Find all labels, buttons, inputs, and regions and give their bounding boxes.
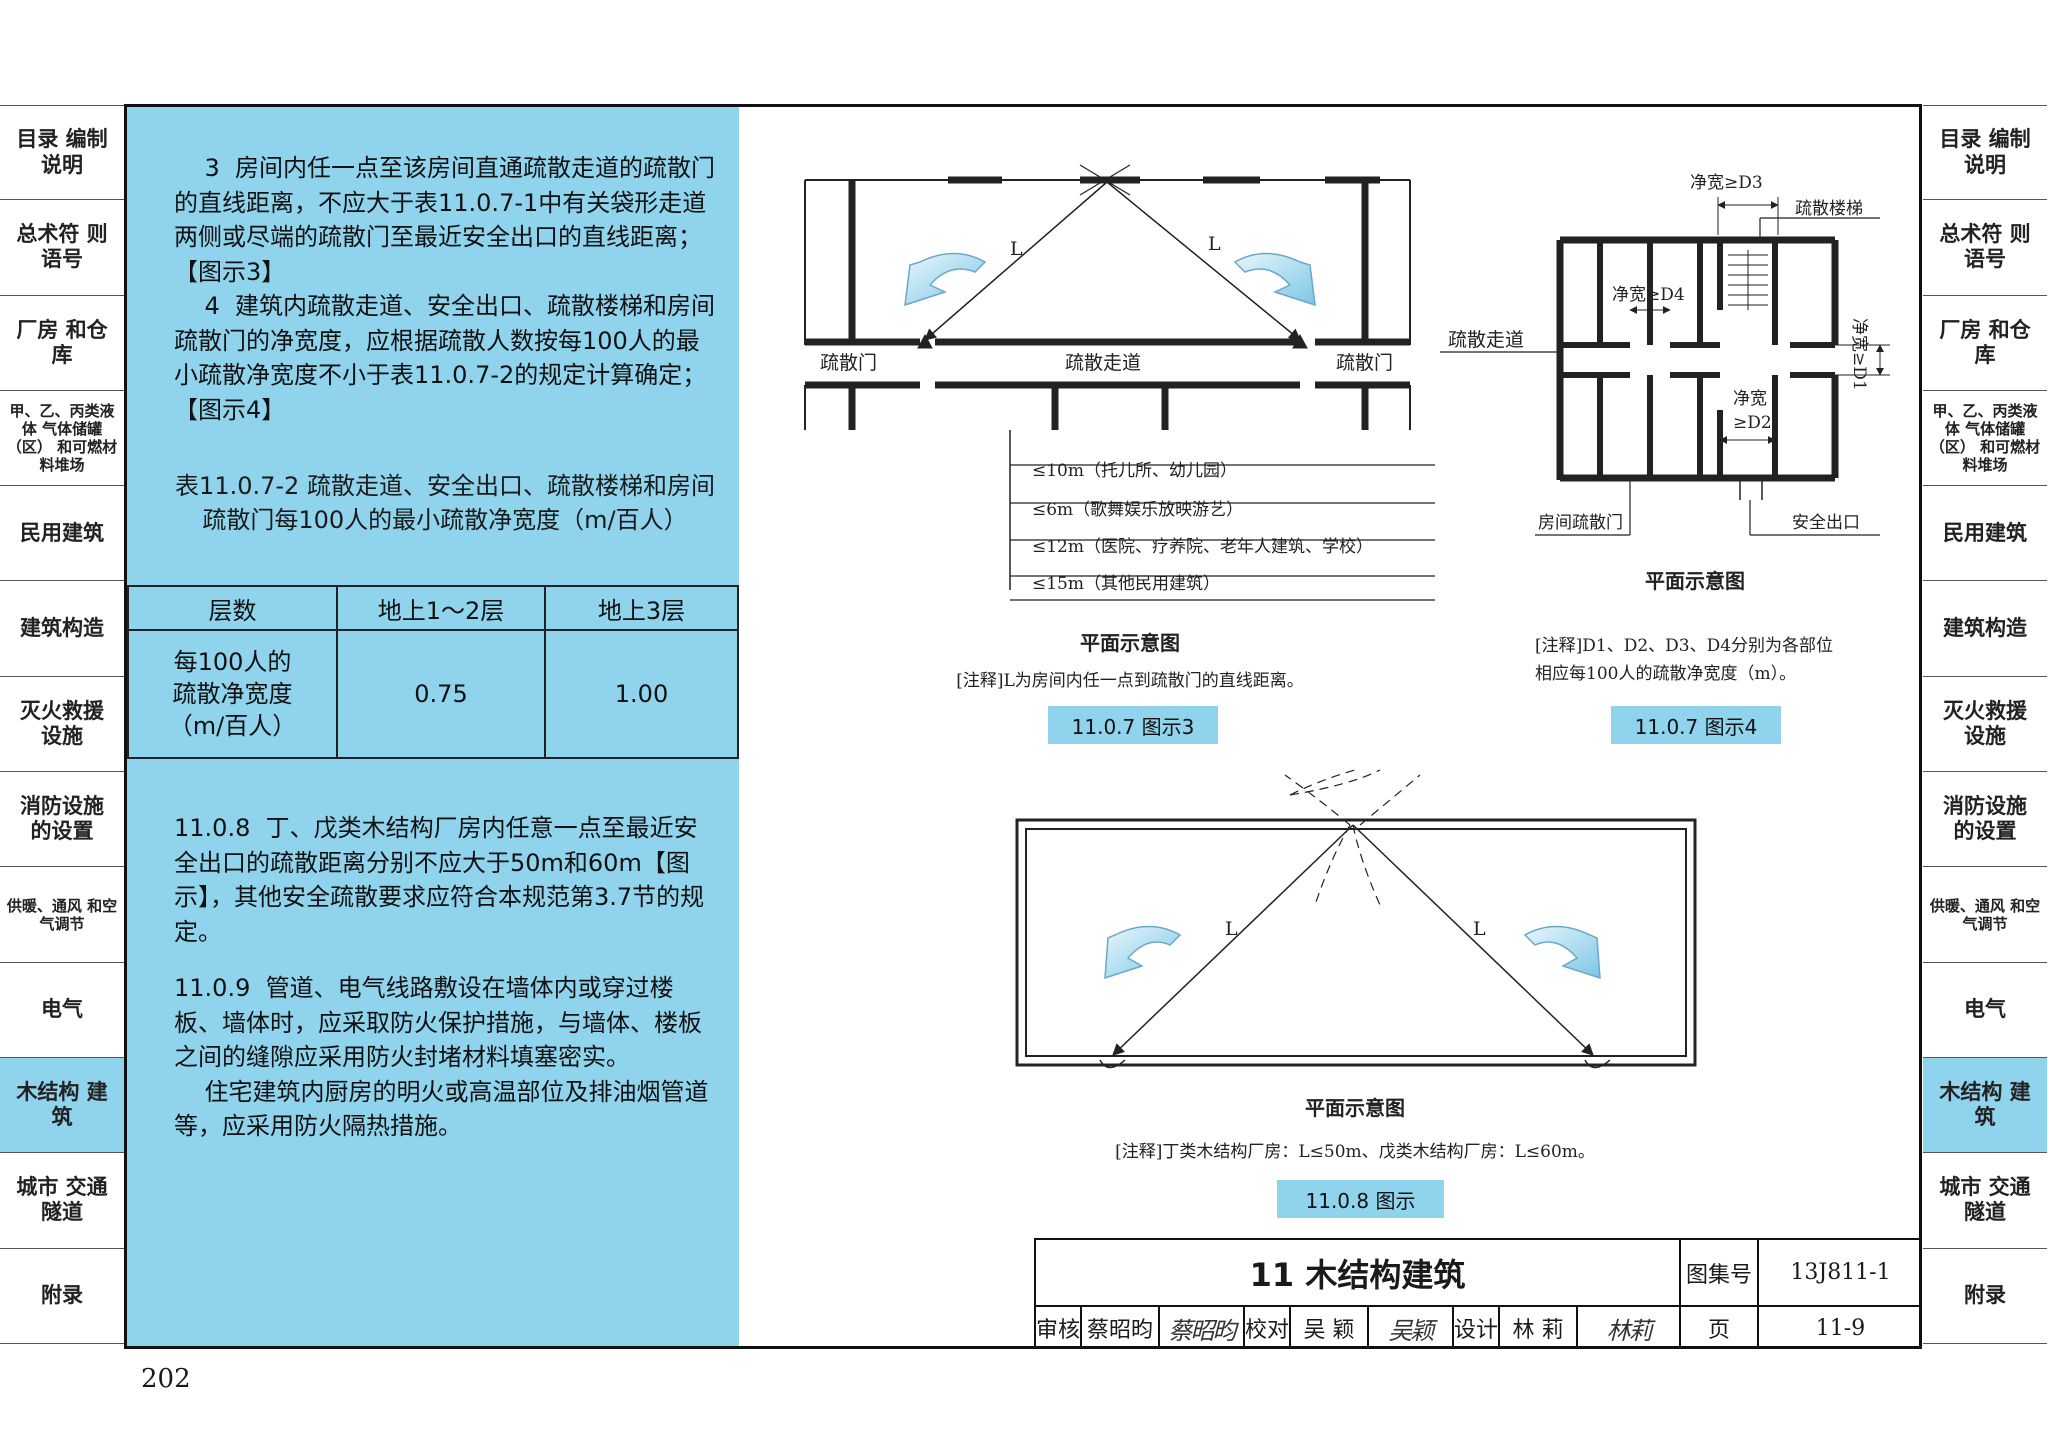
fig4-caption: 平面示意图 — [1645, 569, 1745, 593]
clause-3-4-text: 3 房间内任一点至该房间直通疏散走道的疏散门的直线距离，不应大于表11.0.7-… — [174, 154, 716, 424]
table-cell: 0.75 — [336, 629, 546, 759]
figure-4-plan — [1440, 197, 1890, 536]
fig4-stair: 疏散楼梯 — [1795, 199, 1863, 219]
tab-timber-r[interactable]: 木结构 建筑 — [1923, 1057, 2047, 1154]
tab-tanks-r[interactable]: 甲、乙、丙类液体 气体储罐（区） 和可燃材料堆场 — [1923, 391, 2047, 487]
tab-construction[interactable]: 建筑构造 — [0, 581, 124, 677]
page-code: 11-9 — [1815, 1315, 1866, 1341]
fig8-distance-label: L — [1473, 918, 1486, 940]
table-caption: 表11.0.7-2 疏散走道、安全出口、疏散楼梯和房间疏散门每100人的最小疏散… — [175, 472, 715, 534]
fig4-room-door: 房间疏散门 — [1538, 513, 1623, 533]
table-header-row: 层数 地上1～2层 地上3层 — [127, 585, 739, 631]
fig3-badge: 11.0.7 图示3 — [1048, 706, 1218, 744]
fig3-corridor: 疏散走道 — [1065, 352, 1141, 374]
tab-factory[interactable]: 厂房 和仓库 — [0, 296, 124, 391]
tab-general-r[interactable]: 总术符 则语号 — [1923, 200, 2047, 296]
fig8-note: [注释]丁类木结构厂房：L≤50m、戊类木结构厂房：L≤60m。 — [1115, 1142, 1595, 1162]
table-row: 每100人的 疏散净宽度 （m/百人） 0.75 1.00 — [127, 629, 739, 759]
tab-contents-r[interactable]: 目录 编制说明 — [1923, 105, 2047, 201]
review-label: 审核 — [1036, 1307, 1082, 1349]
fig4-width-d3: 净宽≥D3 — [1690, 173, 1763, 193]
tab-tunnel-r[interactable]: 城市 交通隧道 — [1923, 1153, 2047, 1249]
tab-construction-r[interactable]: 建筑构造 — [1923, 581, 2047, 677]
table-cell: 1.00 — [544, 629, 739, 759]
title-block: 11 木结构建筑 图集号 13J811-1 审核 蔡昭昀 蔡昭昀 校对 吴 颖 … — [1034, 1238, 1922, 1349]
fig3-note: [注释]L为房间内任一点到疏散门的直线距离。 — [956, 671, 1304, 691]
tab-electrical-r[interactable]: 电气 — [1923, 963, 2047, 1058]
design-label: 设计 — [1454, 1307, 1500, 1349]
designer-signature: 林莉 — [1578, 1307, 1681, 1349]
fig4-corridor: 疏散走道 — [1448, 329, 1524, 351]
fig3-limit: ≤10m（托儿所、幼儿园） — [1032, 461, 1237, 481]
table-row-label: 每100人的 疏散净宽度 （m/百人） — [127, 629, 338, 759]
tab-fire-facilities-r[interactable]: 消防设施 的设置 — [1923, 772, 2047, 868]
fig3-caption: 平面示意图 — [1080, 631, 1180, 655]
tab-civil-r[interactable]: 民用建筑 — [1923, 486, 2047, 582]
tab-rescue[interactable]: 灭火救援 设施 — [0, 677, 124, 773]
figure-3-plan — [804, 164, 1435, 601]
left-chapter-tabs: 目录 编制说明 总术符 则语号 厂房 和仓库 甲、乙、丙类液体 气体储罐（区） … — [0, 105, 124, 1344]
fig8-caption: 平面示意图 — [1305, 1096, 1405, 1120]
fig8-distance-label: L — [1225, 918, 1238, 940]
clause-11-0-8-text: 11.0.8 丁、戊类木结构厂房内任意一点至最近安全出口的疏散距离分别不应大于5… — [174, 814, 705, 946]
tab-rescue-r[interactable]: 灭火救援 设施 — [1923, 677, 2047, 773]
fig4-width-d4: 净宽≥D4 — [1612, 285, 1685, 305]
checker-signature: 吴颖 — [1369, 1307, 1454, 1349]
table-header: 层数 — [127, 585, 338, 631]
fig3-distance-label: L — [1010, 238, 1023, 260]
fig4-note: 相应每100人的疏散净宽度（m）。 — [1535, 664, 1796, 684]
tab-tanks[interactable]: 甲、乙、丙类液体 气体储罐（区） 和可燃材料堆场 — [0, 391, 124, 487]
fig4-width-d2: 净宽 — [1733, 389, 1767, 409]
tab-appendix[interactable]: 附录 — [0, 1249, 124, 1344]
tab-general[interactable]: 总术符 则语号 — [0, 200, 124, 296]
fig3-door-right: 疏散门 — [1336, 352, 1393, 374]
atlas-number: 13J811-1 — [1759, 1240, 1922, 1307]
atlas-label: 图集号 — [1681, 1240, 1759, 1307]
evacuation-arrow-icon — [1104, 925, 1182, 980]
tab-timber[interactable]: 木结构 建筑 — [0, 1057, 124, 1154]
right-chapter-tabs: 目录 编制说明 总术符 则语号 厂房 和仓库 甲、乙、丙类液体 气体储罐（区） … — [1923, 105, 2047, 1344]
tab-tunnel[interactable]: 城市 交通隧道 — [0, 1153, 124, 1249]
page-label: 页 — [1681, 1307, 1759, 1349]
tab-civil[interactable]: 民用建筑 — [0, 486, 124, 582]
tab-contents[interactable]: 目录 编制说明 — [0, 105, 124, 201]
fig3-limit: ≤6m（歌舞娱乐放映游艺） — [1032, 500, 1243, 520]
table-header: 地上1～2层 — [336, 585, 546, 631]
figure-11-0-8-plan — [1015, 769, 1697, 1069]
page-frame — [124, 104, 1922, 1349]
check-label: 校对 — [1245, 1307, 1291, 1349]
evacuation-arrow-icon — [1233, 252, 1316, 307]
fig3-limit: ≤12m（医院、疗养院、老年人建筑、学校） — [1032, 537, 1373, 557]
fig3-door-left: 疏散门 — [820, 352, 877, 374]
table-header: 地上3层 — [544, 585, 739, 631]
tab-appendix-r[interactable]: 附录 — [1923, 1249, 2047, 1344]
fig4-badge: 11.0.7 图示4 — [1611, 706, 1781, 744]
evacuation-arrow-icon — [1523, 925, 1601, 980]
drawing-title: 11 木结构建筑 — [1036, 1240, 1681, 1307]
evacuation-arrow-icon — [904, 252, 987, 307]
tab-fire-facilities[interactable]: 消防设施 的设置 — [0, 772, 124, 868]
checker-name: 吴 颖 — [1291, 1307, 1369, 1349]
fig4-exit: 安全出口 — [1792, 513, 1860, 533]
text-panel: 3 房间内任一点至该房间直通疏散走道的疏散门的直线距离，不应大于表11.0.7-… — [127, 107, 739, 1346]
tab-electrical[interactable]: 电气 — [0, 963, 124, 1058]
page-number: 202 — [141, 1364, 191, 1394]
width-table: 层数 地上1～2层 地上3层 每100人的 疏散净宽度 （m/百人） 0.75 … — [127, 585, 739, 759]
designer-name: 林 莉 — [1500, 1307, 1578, 1349]
fig3-distance-label: L — [1208, 233, 1221, 255]
tab-factory-r[interactable]: 厂房 和仓库 — [1923, 296, 2047, 391]
fig4-note: [注释]D1、D2、D3、D4分别为各部位 — [1535, 636, 1833, 656]
clause-11-0-9-text: 11.0.9 管道、电气线路敷设在墙体内或穿过楼板、墙体时，应采取防火保护措施，… — [174, 974, 709, 1140]
tab-hvac-r[interactable]: 供暖、通风 和空气调节 — [1923, 867, 2047, 963]
reviewer-signature: 蔡昭昀 — [1160, 1307, 1245, 1349]
fig8-badge: 11.0.8 图示 — [1277, 1180, 1444, 1218]
tab-hvac[interactable]: 供暖、通风 和空气调节 — [0, 867, 124, 963]
fig4-width-d1: 净宽≥D1 — [1849, 318, 1869, 391]
fig4-width-d2: ≥D2 — [1733, 413, 1772, 433]
fig3-limit: ≤15m（其他民用建筑） — [1032, 574, 1220, 594]
reviewer-name: 蔡昭昀 — [1082, 1307, 1160, 1349]
